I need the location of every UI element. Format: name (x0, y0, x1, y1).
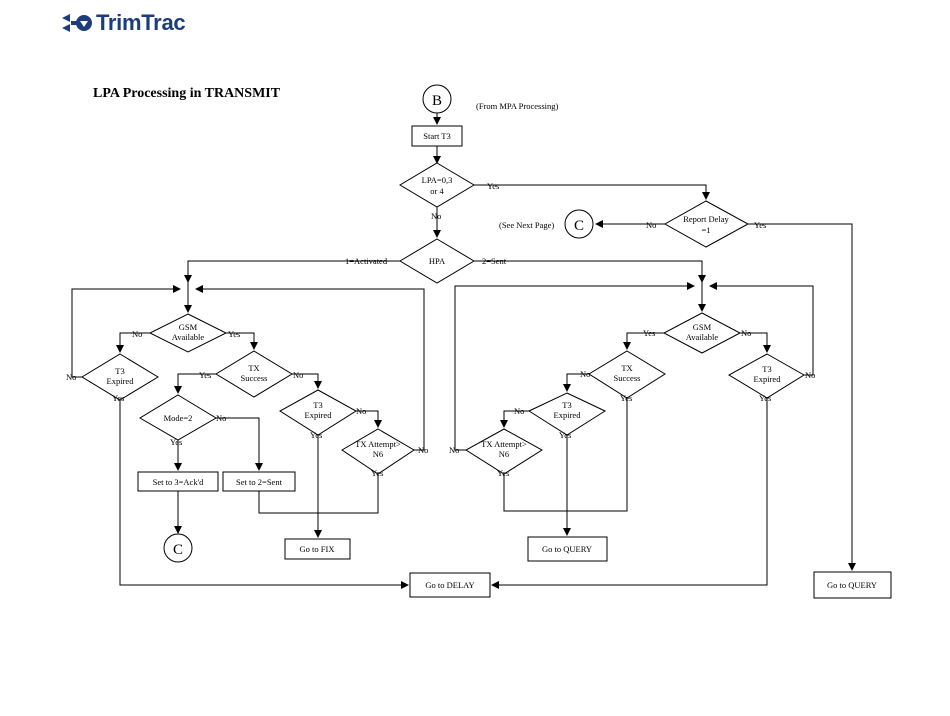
label-txl-yes: Yes (199, 370, 211, 380)
connector-c-right-label: C (574, 218, 584, 234)
trimtrac-logo: TrimTrac (60, 8, 186, 38)
t3-mid-left-text-1: T3 (313, 400, 322, 410)
report-delay-text-1: Report Delay (683, 214, 729, 224)
label-t3ml-no: No (356, 406, 366, 416)
set2-box (222, 471, 296, 492)
report-delay-text-2: =1 (701, 225, 710, 235)
tx-success-right-decision (588, 350, 666, 399)
connector-c-right (564, 209, 594, 239)
label-txr-no: No (580, 369, 590, 379)
label-attl-no: No (418, 445, 428, 455)
label-attl-yes: Yes (371, 468, 383, 478)
logo-mark-icon (62, 14, 92, 32)
connector-c-left-label: C (173, 542, 183, 558)
tx-att-left-text-1: TX Attempt> (355, 439, 401, 449)
tx-right-text-1: TX (621, 363, 632, 373)
hpa-decision (399, 238, 475, 284)
label-attr-no: No (449, 445, 459, 455)
label-t3l-no: No (66, 372, 76, 382)
label-attr-yes: Yes (497, 468, 509, 478)
label-gsmr-no: No (741, 328, 751, 338)
logo-text: TrimTrac (96, 10, 186, 35)
go-to-query-mid-text: Go to QUERY (542, 544, 592, 554)
gsm-left-decision (148, 313, 228, 353)
page-title: LPA Processing in TRANSMIT (93, 86, 281, 101)
label-hpa-2: 2=Sent (482, 256, 507, 266)
t3-right-text-1: T3 (762, 364, 771, 374)
go-to-delay-box (409, 572, 491, 598)
tx-att-right-text-2: N6 (499, 449, 509, 459)
label-hpa-1: 1=Activated (345, 256, 388, 266)
connector-b-label: B (432, 93, 442, 109)
lpa-decision (399, 162, 475, 208)
mode2-text: Mode=2 (164, 413, 193, 423)
go-to-fix-text: Go to FIX (300, 544, 335, 554)
tx-left-text-2: Success (241, 373, 268, 383)
label-mode-yes: Yes (170, 437, 182, 447)
mode2-decision (139, 394, 217, 441)
label-gsml-no: No (132, 329, 142, 339)
label-txr-yes: Yes (620, 393, 632, 403)
label-rd-no: No (646, 220, 656, 230)
gsm-right-decision (662, 312, 742, 354)
go-to-fix-box (284, 538, 351, 560)
set2-text: Set to 2=Sent (236, 477, 283, 487)
label-lpa-yes: Yes (487, 181, 499, 191)
t3-expired-mid-left-decision (279, 389, 357, 436)
label-lpa-no: No (431, 211, 441, 221)
tx-att-left-text-2: N6 (373, 449, 383, 459)
t3-expired-mid-right-decision (527, 392, 607, 436)
tx-attempt-right-decision (465, 428, 543, 475)
tx-att-right-text-1: TX Attempt> (481, 439, 527, 449)
t3-mid-left-text-2: Expired (305, 410, 333, 420)
label-t3r-no: No (805, 370, 815, 380)
hpa-text: HPA (429, 256, 446, 266)
connector-b (422, 84, 452, 114)
label-t3ml-yes: Yes (310, 430, 322, 440)
label-txl-no: No (293, 370, 303, 380)
label-gsmr-yes: Yes (643, 328, 655, 338)
gsm-left-text-2: Available (172, 332, 205, 342)
connector-c-left (163, 533, 193, 563)
gsm-left-text-1: GSM (179, 322, 198, 332)
tx-success-left-decision (215, 350, 293, 398)
lpa-text-2: or 4 (430, 186, 444, 196)
start-t3-text: Start T3 (423, 131, 450, 141)
label-gsml-yes: Yes (228, 329, 240, 339)
label-rd-yes: Yes (754, 220, 766, 230)
note-see-next: (See Next Page) (499, 220, 554, 230)
t3-mid-right-text-1: T3 (562, 400, 571, 410)
tx-left-text-1: TX (248, 363, 259, 373)
label-t3mr-yes: Yes (559, 430, 571, 440)
start-t3-box (411, 125, 463, 147)
note-from-mpa: (From MPA Processing) (476, 101, 559, 111)
label-t3l-yes: Yes (112, 393, 124, 403)
t3-expired-left-decision (81, 353, 159, 401)
set3-box (137, 471, 219, 492)
lpa-text-1: LPA=0,3 (422, 175, 453, 185)
label-t3r-yes: Yes (759, 393, 771, 403)
go-to-query-right-text: Go to QUERY (827, 580, 877, 590)
tx-right-text-2: Success (614, 373, 641, 383)
t3-left-text-1: T3 (115, 366, 124, 376)
set3-text: Set to 3=Ack'd (153, 477, 204, 487)
gsm-right-text-2: Available (686, 332, 719, 342)
gsm-right-text-1: GSM (693, 322, 712, 332)
go-to-delay-text: Go to DELAY (425, 580, 474, 590)
t3-expired-right-decision (728, 353, 805, 399)
t3-left-text-2: Expired (107, 376, 135, 386)
tx-attempt-left-decision (341, 428, 415, 475)
label-mode-no: No (216, 413, 226, 423)
go-to-query-right-box (813, 571, 892, 599)
go-to-query-mid-box (527, 536, 608, 562)
t3-mid-right-text-2: Expired (554, 410, 582, 420)
label-t3mr-no: No (514, 406, 524, 416)
report-delay-decision (663, 200, 750, 248)
t3-right-text-2: Expired (754, 374, 782, 384)
